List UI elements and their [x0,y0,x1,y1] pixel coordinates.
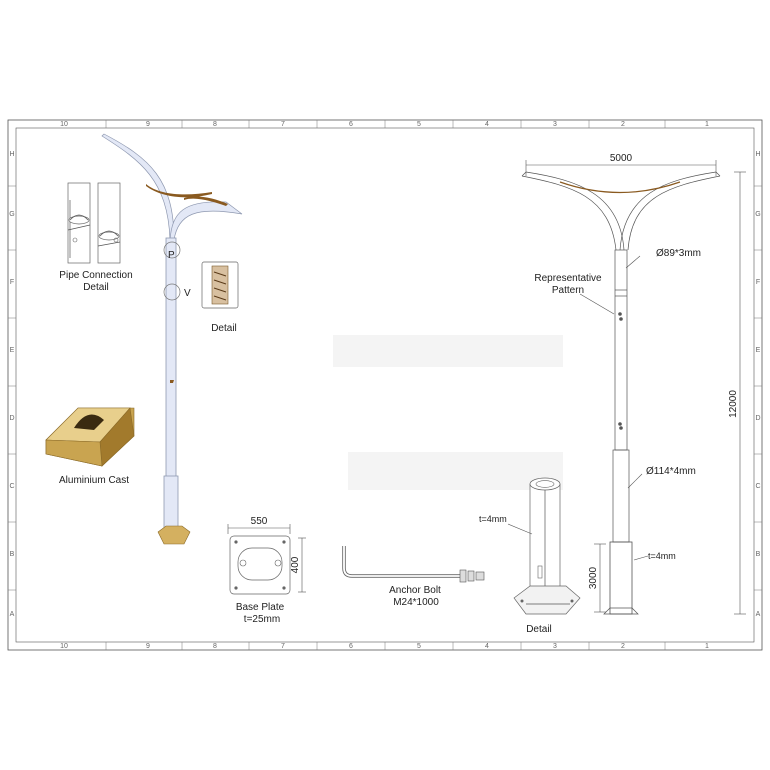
anchor-bolt-view: Anchor Bolt M24*1000 [342,546,485,608]
zone-row-f: F [10,279,14,286]
zone-row-b-right: B [756,551,761,558]
zone-row-h: H [9,151,14,158]
zone-col-6: 6 [349,121,353,128]
zone-row-d-right: D [755,415,760,422]
base-sleeve-thickness: t=4mm [479,514,507,524]
aluminium-cast-label: Aluminium Cast [59,475,129,486]
zone-row-e: E [10,347,15,354]
marker-v: V [184,288,191,299]
zone-col-1-bottom: 1 [705,643,709,650]
representative-pattern-line2: Pattern [552,285,584,296]
base-plate-view: 550 400 Base Plate t=25mm [227,516,306,625]
zone-col-8: 8 [213,121,217,128]
pole-elevation: 5000 Ø89*3mm Representative Pattern Ø114… [521,153,746,615]
zone-row-b: B [10,551,15,558]
blurred-area-lower [348,452,563,490]
zone-row-g: G [9,211,14,218]
zone-col-3: 3 [553,121,557,128]
zone-col-4: 4 [485,121,489,128]
zone-col-10-bottom: 10 [60,643,68,650]
zone-labels-left: H G F E D C B A [9,151,14,618]
pattern-detail-label: Detail [211,323,237,334]
zone-row-d: D [9,415,14,422]
drawing-frame [7,119,763,651]
zone-col-3-bottom: 3 [553,643,557,650]
base-plate-height: 400 [290,556,301,573]
height-dimension: 12000 [728,390,739,418]
zone-col-8-bottom: 8 [213,643,217,650]
pipe-connection-detail: Pipe Connection Detail [59,182,133,293]
zone-labels-bottom: 10 9 8 7 6 5 4 3 2 1 [60,643,709,650]
span-dimension: 5000 [610,153,633,164]
zone-col-1: 1 [705,121,709,128]
base-plate-title: Base Plate [236,602,285,613]
upper-pipe-size: Ø89*3mm [656,248,701,259]
zone-col-6-bottom: 6 [349,643,353,650]
representative-pattern-line1: Representative [534,273,602,284]
pole-3d-view: P V [101,133,243,545]
blurred-area-upper [333,335,563,367]
pipe-connection-title: Pipe Connection [59,270,132,281]
zone-col-7: 7 [281,121,285,128]
zone-row-h-right: H [755,151,760,158]
base-sleeve-detail: t=4mm Detail [479,477,581,635]
zone-row-e-right: E [756,347,761,354]
base-thickness: t=4mm [648,551,676,561]
zone-col-4-bottom: 4 [485,643,489,650]
zone-col-5-bottom: 5 [417,643,421,650]
zone-row-f-right: F [756,279,760,286]
zone-col-2-bottom: 2 [621,643,625,650]
pattern-detail: Detail [201,261,239,334]
base-sleeve-height: 3000 [588,566,599,589]
zone-row-a-right: A [756,611,761,618]
zone-col-5: 5 [417,121,421,128]
zone-row-c-right: C [755,483,760,490]
base-plate-thickness: t=25mm [244,614,280,625]
anchor-bolt-size: M24*1000 [393,597,439,608]
zone-row-c: C [9,483,14,490]
zone-row-g-right: G [755,211,760,218]
base-sleeve-detail-label: Detail [526,624,552,635]
lower-pipe-size: Ø114*4mm [646,466,696,477]
zone-col-2: 2 [621,121,625,128]
aluminium-cast-base: Aluminium Cast [45,407,135,486]
zone-labels-top: 10 9 8 7 6 5 4 3 2 1 [60,121,709,128]
marker-p: P [168,250,175,261]
zone-col-9-bottom: 9 [146,643,150,650]
base-plate-width: 550 [251,516,268,527]
pipe-connection-subtitle: Detail [83,282,109,293]
anchor-bolt-title: Anchor Bolt [389,585,441,596]
zone-col-9: 9 [146,121,150,128]
zone-row-a: A [10,611,15,618]
zone-col-10: 10 [60,121,68,128]
zone-col-7-bottom: 7 [281,643,285,650]
zone-labels-right: H G F E D C B A [755,151,760,618]
